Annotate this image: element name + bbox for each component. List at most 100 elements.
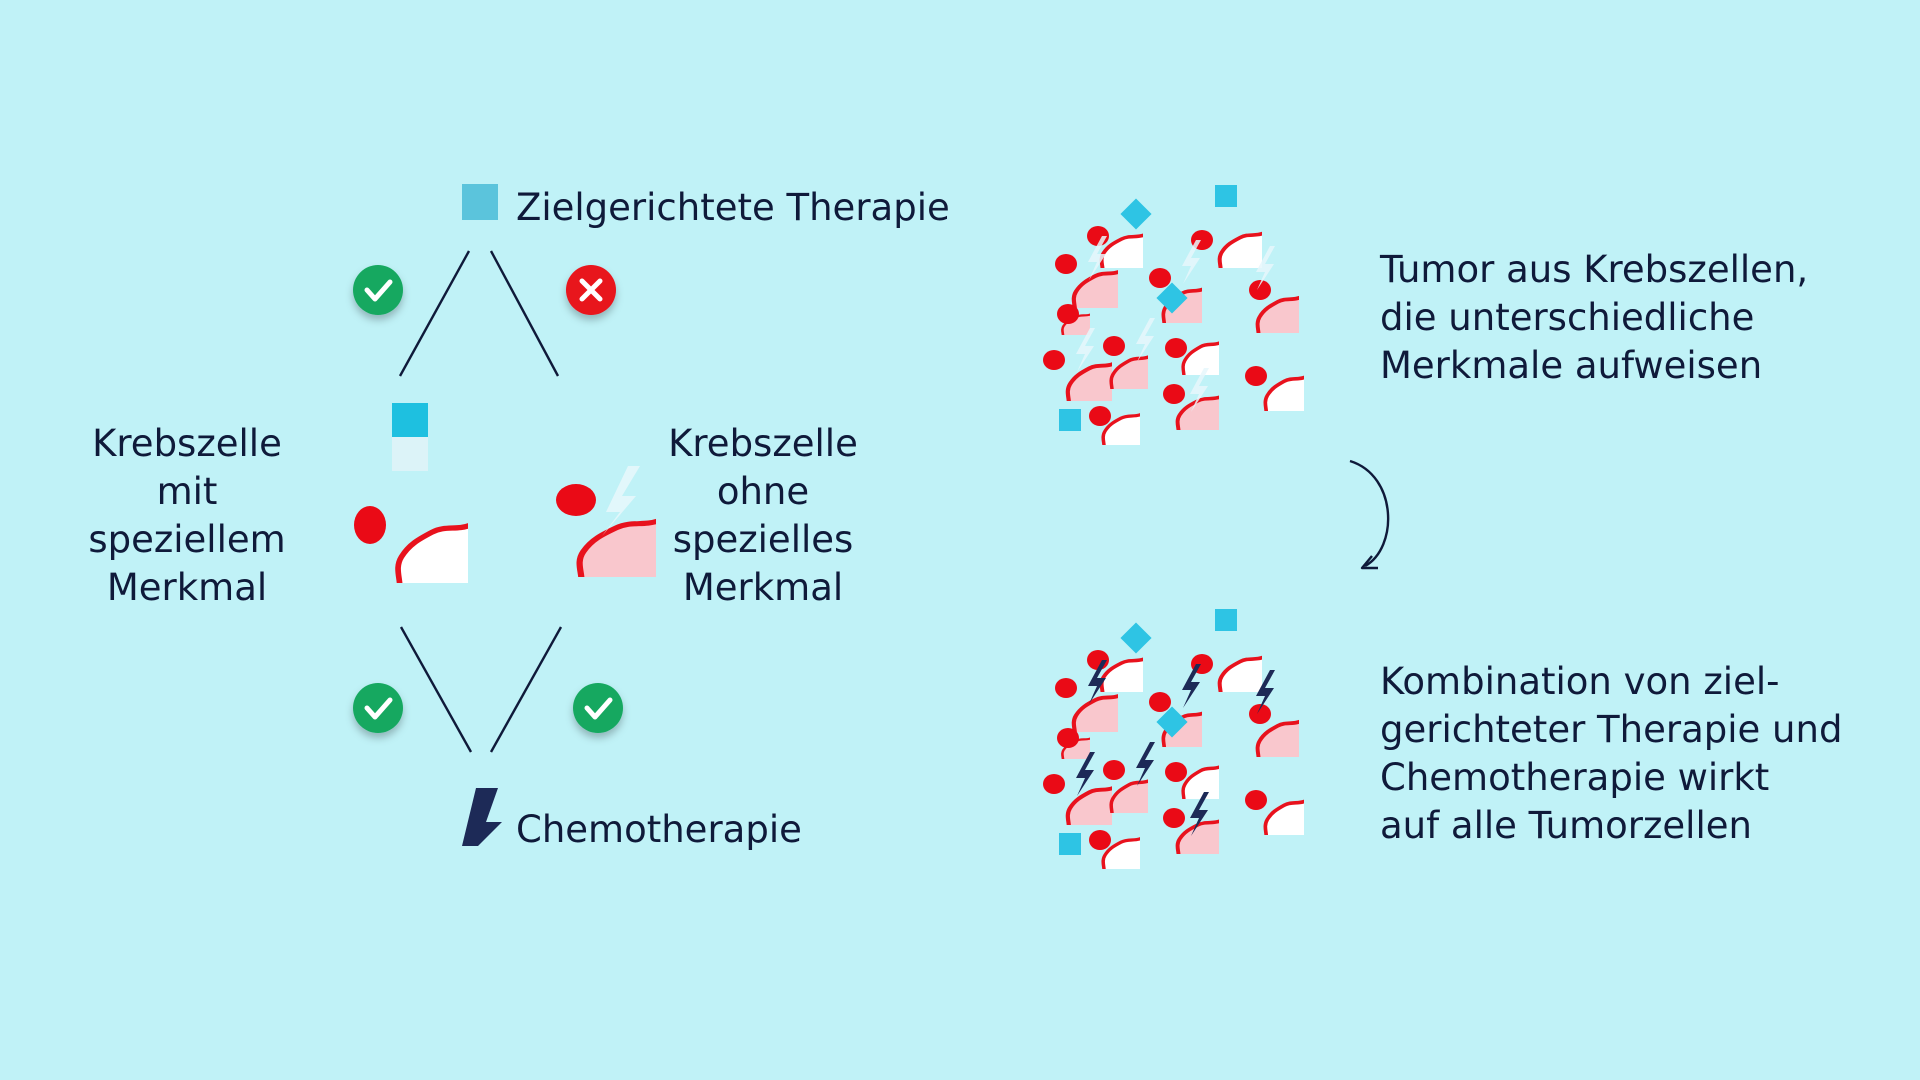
tumor-cell: [1245, 366, 1342, 449]
label-line: mit: [156, 470, 218, 513]
faded-lightning-icon: [1076, 328, 1095, 372]
tumor-cell: [1089, 406, 1176, 480]
lightning-icon: [1256, 670, 1275, 714]
cancer-cell-with-marker: [354, 403, 537, 649]
tumor-cell: [1043, 350, 1155, 443]
tumor-cell: [1057, 728, 1117, 782]
lightning-icon: [1190, 792, 1209, 836]
cancer-cell-without-marker: [556, 466, 731, 641]
label-line: speziellem: [88, 518, 286, 561]
tumor-cell: [1149, 268, 1240, 361]
nucleus: [1055, 678, 1077, 698]
label-line: gerichteter Therapie und: [1380, 708, 1843, 751]
nucleus: [354, 506, 386, 544]
nucleus: [1165, 338, 1187, 358]
tumor-cell: [1163, 808, 1260, 892]
tumor-cell: [1163, 384, 1260, 468]
nucleus: [1089, 830, 1111, 850]
cell-with-marker-label: Krebszelle mit speziellem Merkmal: [72, 420, 302, 612]
label-line: Chemotherapie wirkt: [1380, 756, 1770, 799]
tumor-cell: [1057, 304, 1117, 358]
nucleus: [1163, 808, 1185, 828]
nucleus: [1163, 384, 1185, 404]
tumor-cell: [1191, 654, 1304, 731]
chemotherapy-label: Chemotherapie: [516, 808, 802, 851]
faded-lightning-icon: [1182, 240, 1201, 284]
tumor-description: Tumor aus Krebszellen, die unterschiedli…: [1380, 246, 1808, 390]
label-line: Merkmal: [106, 566, 268, 609]
label-line: Merkmal: [682, 566, 844, 609]
square-marker-icon: [392, 403, 428, 437]
square-marker-icon: [1156, 282, 1188, 314]
square-marker-icon: [1120, 198, 1152, 230]
check-icon: [353, 265, 403, 315]
faded-lightning-icon: [1190, 368, 1209, 412]
label-line: Krebszelle: [92, 422, 282, 465]
square-marker-icon: [1120, 622, 1152, 654]
marker-receptor: [392, 437, 428, 471]
lightning-icon: [462, 788, 502, 862]
square-marker-icon: [462, 184, 498, 220]
nucleus: [1245, 790, 1267, 810]
check-icon: [573, 683, 623, 733]
lightning-icon: [1088, 660, 1107, 704]
nucleus: [1103, 336, 1125, 356]
tumor-cell: [1191, 230, 1304, 307]
label-line: Merkmale aufweisen: [1380, 344, 1763, 387]
nucleus: [1057, 728, 1079, 748]
tumor-cell: [1245, 790, 1342, 873]
nucleus: [1149, 268, 1171, 288]
label-line: ohne: [716, 470, 810, 513]
faded-lightning-icon: [1136, 318, 1155, 362]
tumor-cell: [1165, 762, 1254, 836]
cell-without-marker-label: Krebszelle ohne spezielles Merkmal: [648, 420, 878, 612]
label-line: Krebszelle: [668, 422, 858, 465]
cross-icon: [566, 265, 616, 315]
square-marker-icon: [1215, 609, 1237, 631]
tumor-cell: [1055, 254, 1161, 349]
label-line: spezielles: [672, 518, 854, 561]
check-icon: [353, 683, 403, 733]
label-line: auf alle Tumorzellen: [1380, 804, 1752, 847]
tumor-cell: [1149, 692, 1240, 785]
nucleus: [1043, 350, 1065, 370]
curved-arrow-icon: [1349, 459, 1390, 570]
nucleus: [1249, 704, 1271, 724]
tumor-cell: [1103, 336, 1184, 426]
combination-description: Kombination von ziel- gerichteter Therap…: [1380, 658, 1842, 850]
nucleus: [1043, 774, 1065, 794]
label-line: Kombination von ziel-: [1380, 660, 1780, 703]
tumor-cell: [1249, 280, 1340, 373]
nucleus: [1055, 254, 1077, 274]
tumor-cell: [1043, 774, 1155, 867]
top-connector-lines: [398, 250, 560, 377]
tumor-cell: [1089, 830, 1176, 904]
label-line: Tumor aus Krebszellen,: [1380, 248, 1809, 291]
nucleus: [1057, 304, 1079, 324]
tumor-cluster-combined-therapy: [1043, 609, 1342, 904]
label-line: die unterschiedliche: [1380, 296, 1755, 339]
nucleus: [1249, 280, 1271, 300]
square-marker-icon: [1215, 185, 1237, 207]
tumor-cluster-mixed: [1043, 185, 1342, 480]
nucleus: [1245, 366, 1267, 386]
bottom-connector-lines: [399, 626, 563, 753]
nucleus: [1089, 406, 1111, 426]
tumor-cell: [1165, 338, 1254, 412]
targeted-therapy-label: Zielgerichtete Therapie: [516, 186, 950, 229]
square-marker-icon: [1059, 409, 1081, 431]
nucleus: [1165, 762, 1187, 782]
lightning-icon: [1182, 664, 1201, 708]
square-marker-icon: [1059, 833, 1081, 855]
tumor-cell: [1055, 678, 1161, 773]
faded-lightning-icon: [602, 466, 640, 536]
nucleus: [1149, 692, 1171, 712]
lightning-icon: [1136, 742, 1155, 786]
tumor-cell: [1249, 704, 1340, 797]
nucleus: [556, 484, 596, 516]
tumor-cell: [1103, 760, 1184, 850]
faded-lightning-icon: [1256, 246, 1275, 290]
lightning-icon: [1076, 752, 1095, 796]
nucleus: [1103, 760, 1125, 780]
